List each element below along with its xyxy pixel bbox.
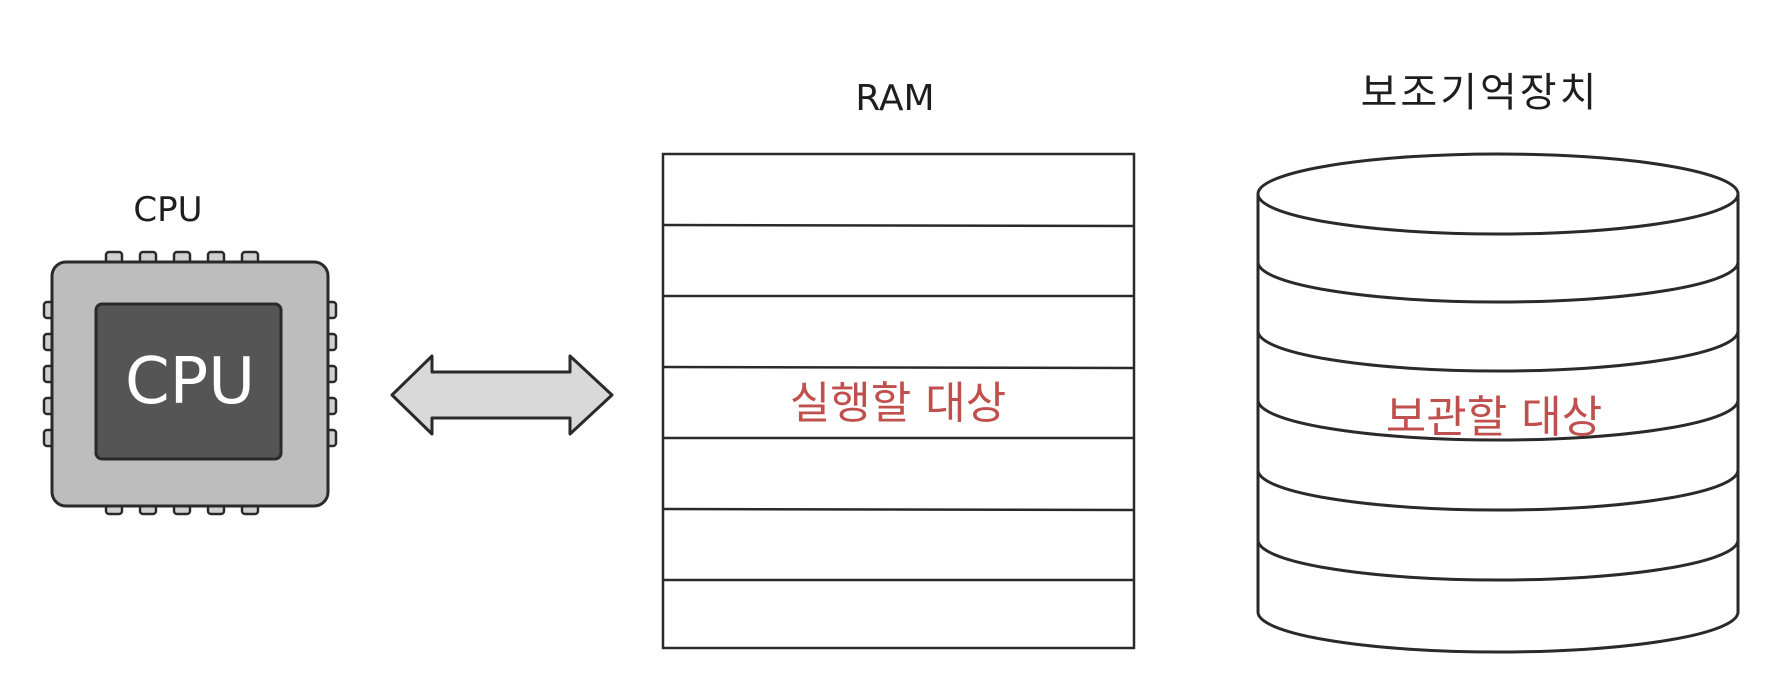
- cylinder-band: [1256, 539, 1740, 582]
- cylinder-band: [1256, 469, 1740, 512]
- ram-row-divider: [662, 223, 1135, 228]
- ram-row-divider: [662, 365, 1135, 370]
- storage-cylinder-icon: [1256, 152, 1740, 654]
- cylinder-body: [1256, 194, 1740, 654]
- ram-content-label: 실행할 대상: [790, 378, 1006, 429]
- cpu-chip-core: [94, 302, 283, 461]
- ram-row-divider: [662, 507, 1135, 512]
- cpu-chip-icon: CPU: [42, 250, 338, 516]
- bidirectional-arrow-icon: [390, 354, 614, 436]
- cpu-chip-label: CPU: [125, 345, 255, 419]
- cylinder-top: [1256, 152, 1740, 236]
- ram-block: [661, 152, 1136, 650]
- cpu-title: CPU: [133, 190, 203, 230]
- cylinder-band: [1256, 399, 1740, 442]
- ram-title: RAM: [855, 78, 935, 119]
- cylinder-band: [1256, 330, 1740, 373]
- storage-title: 보조기억장치: [1360, 70, 1600, 116]
- storage-content-label: 보관할 대상: [1386, 392, 1602, 443]
- cylinder-band: [1256, 261, 1740, 304]
